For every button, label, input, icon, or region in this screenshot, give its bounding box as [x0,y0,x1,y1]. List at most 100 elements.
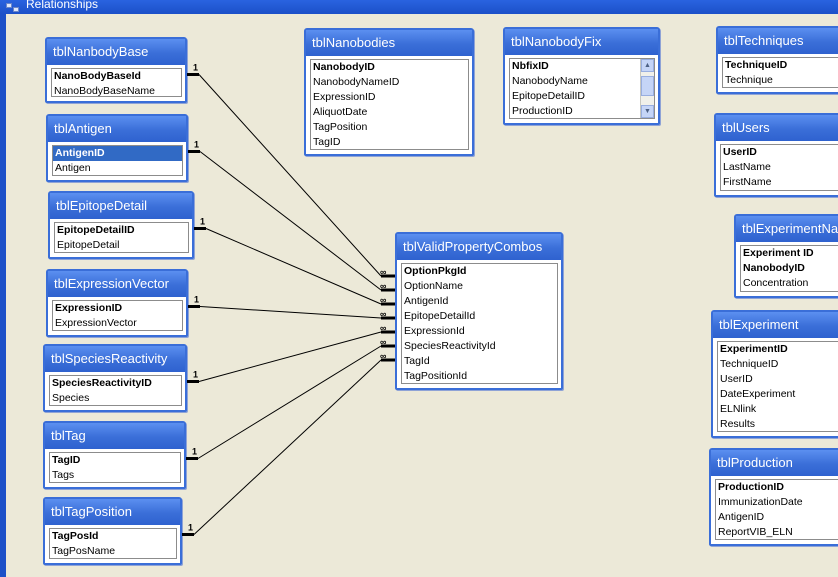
scroll-down-icon[interactable]: ▼ [641,105,654,118]
field-epitope-detail-id[interactable]: EpitopeDetailID [57,224,135,236]
field-epitope-detail-id[interactable]: EpitopeDetailID [512,90,585,102]
field-tag-id[interactable]: TagID [52,454,81,466]
field-nanobody-name[interactable]: NanobodyName [512,75,588,87]
field-option-name[interactable]: OptionName [404,280,463,292]
field-expression-id[interactable]: ExpressionID [55,302,123,314]
field-tag-id[interactable]: TagID [313,136,341,148]
field-list[interactable]: SpeciesReactivityID Species [49,375,182,406]
table-tbl-experiment-nanobody[interactable]: tblExperimentNanobodyExperiment ID Nanobo… [734,214,838,298]
field-species[interactable]: Species [52,392,90,404]
field-tag-position-id[interactable]: TagPositionId [404,370,468,382]
field-nanobody-name-id[interactable]: NanobodyNameID [313,76,400,88]
relationship-line[interactable]: 1∞ [187,323,395,383]
relationship-line[interactable]: 1∞ [188,295,395,320]
field-immunization-date[interactable]: ImmunizationDate [718,496,803,508]
field-list[interactable]: ExperimentID TechniqueID UserID DateExperim… [717,341,838,432]
table-title[interactable]: tblEpitopeDetail [50,193,192,219]
field-tags[interactable]: Tags [52,469,75,481]
field-nano-body-base-name[interactable]: NanoBodyBaseName [54,85,155,97]
field-nanobody-id[interactable]: NanobodyID [743,262,805,274]
table-title[interactable]: tblProduction [711,450,838,476]
field-date-experiment[interactable]: DateExperiment [720,388,796,400]
relationship-line[interactable]: 1∞ [188,140,395,292]
field-first-name[interactable]: FirstName [723,176,772,188]
field-antigen[interactable]: Antigen [55,162,91,174]
table-title[interactable]: tblTag [45,423,184,449]
table-title[interactable]: tblSpeciesReactivity [45,346,185,372]
table-title[interactable]: tblAntigen [48,116,186,142]
field-nbfix-id[interactable]: NbfixID [512,60,549,72]
field-list[interactable]: ExpressionID ExpressionVector [52,300,183,331]
table-title[interactable]: tblTechniques [718,28,838,54]
table-title[interactable]: tblNanbodyBase [47,39,185,65]
field-antigen-id[interactable]: AntigenId [404,295,449,307]
field-technique-id[interactable]: TechniqueID [725,59,788,71]
field-technique[interactable]: Technique [725,74,773,86]
field-tag-position[interactable]: TagPosition [313,121,368,133]
field-report-vib-eln[interactable]: ReportVIB_ELN [718,526,793,538]
field-list[interactable]: TagID Tags [49,452,181,483]
field-technique-id[interactable]: TechniqueID [720,358,779,370]
relationship-line[interactable]: 1∞ [186,337,395,460]
field-antigen-id[interactable]: AntigenID [718,511,765,523]
scroll-up-icon[interactable]: ▲ [641,59,654,72]
field-nano-body-base-id[interactable]: NanoBodyBaseId [54,70,141,82]
field-experiment-id[interactable]: ExperimentID [720,343,788,355]
field-experiment-id[interactable]: Experiment ID [743,247,814,259]
field-expression-id[interactable]: ExpressionId [404,325,465,337]
field-epitope-detail-id[interactable]: EpitopeDetailId [404,310,476,322]
relationship-line[interactable]: 1∞ [187,63,395,278]
field-list[interactable]: TechniqueID Technique [722,57,838,88]
field-concentration[interactable]: Concentration [743,277,809,289]
field-antigen-id[interactable]: AntigenID [53,146,182,161]
field-tag-pos-id[interactable]: TagPosId [52,530,99,542]
relationship-line[interactable]: 1∞ [194,217,395,306]
table-title[interactable]: tblValidPropertyCombos [397,234,561,260]
table-title[interactable]: tblExperiment [713,312,838,338]
field-production-id[interactable]: ProductionID [718,481,784,493]
field-expression-id[interactable]: ExpressionID [313,91,376,103]
table-title[interactable]: tblExperimentNanobody [736,216,838,242]
scroll-thumb[interactable] [641,76,654,96]
field-expression-vector[interactable]: ExpressionVector [55,317,137,329]
window-title-bar[interactable]: Relationships [0,0,838,14]
table-title[interactable]: tblExpressionVector [48,271,186,297]
field-user-id[interactable]: UserID [723,146,757,158]
field-tag-pos-name[interactable]: TagPosName [52,545,116,557]
field-species-reactivity-id[interactable]: SpeciesReactivityID [52,377,152,389]
field-production-id[interactable]: ProductionID [512,105,573,117]
vertical-scrollbar[interactable]: ▲▼ [640,59,654,118]
field-results[interactable]: Results [720,418,756,430]
field-nanobody-id[interactable]: NanobodyID [313,61,375,73]
field-user-id[interactable]: UserID [720,373,753,385]
field-elnlink[interactable]: ELNlink [720,403,757,415]
table-title[interactable]: tblTagPosition [45,499,180,525]
field-option-pkg-id[interactable]: OptionPkgId [404,265,467,277]
field-tag-id[interactable]: TagId [404,355,430,367]
field-species-reactivity-id[interactable]: SpeciesReactivityId [404,340,496,352]
field-last-name[interactable]: LastName [723,161,771,173]
table-title[interactable]: tblNanobodies [306,30,472,56]
field-list[interactable]: Experiment ID NanobodyID Concentration [740,245,838,292]
